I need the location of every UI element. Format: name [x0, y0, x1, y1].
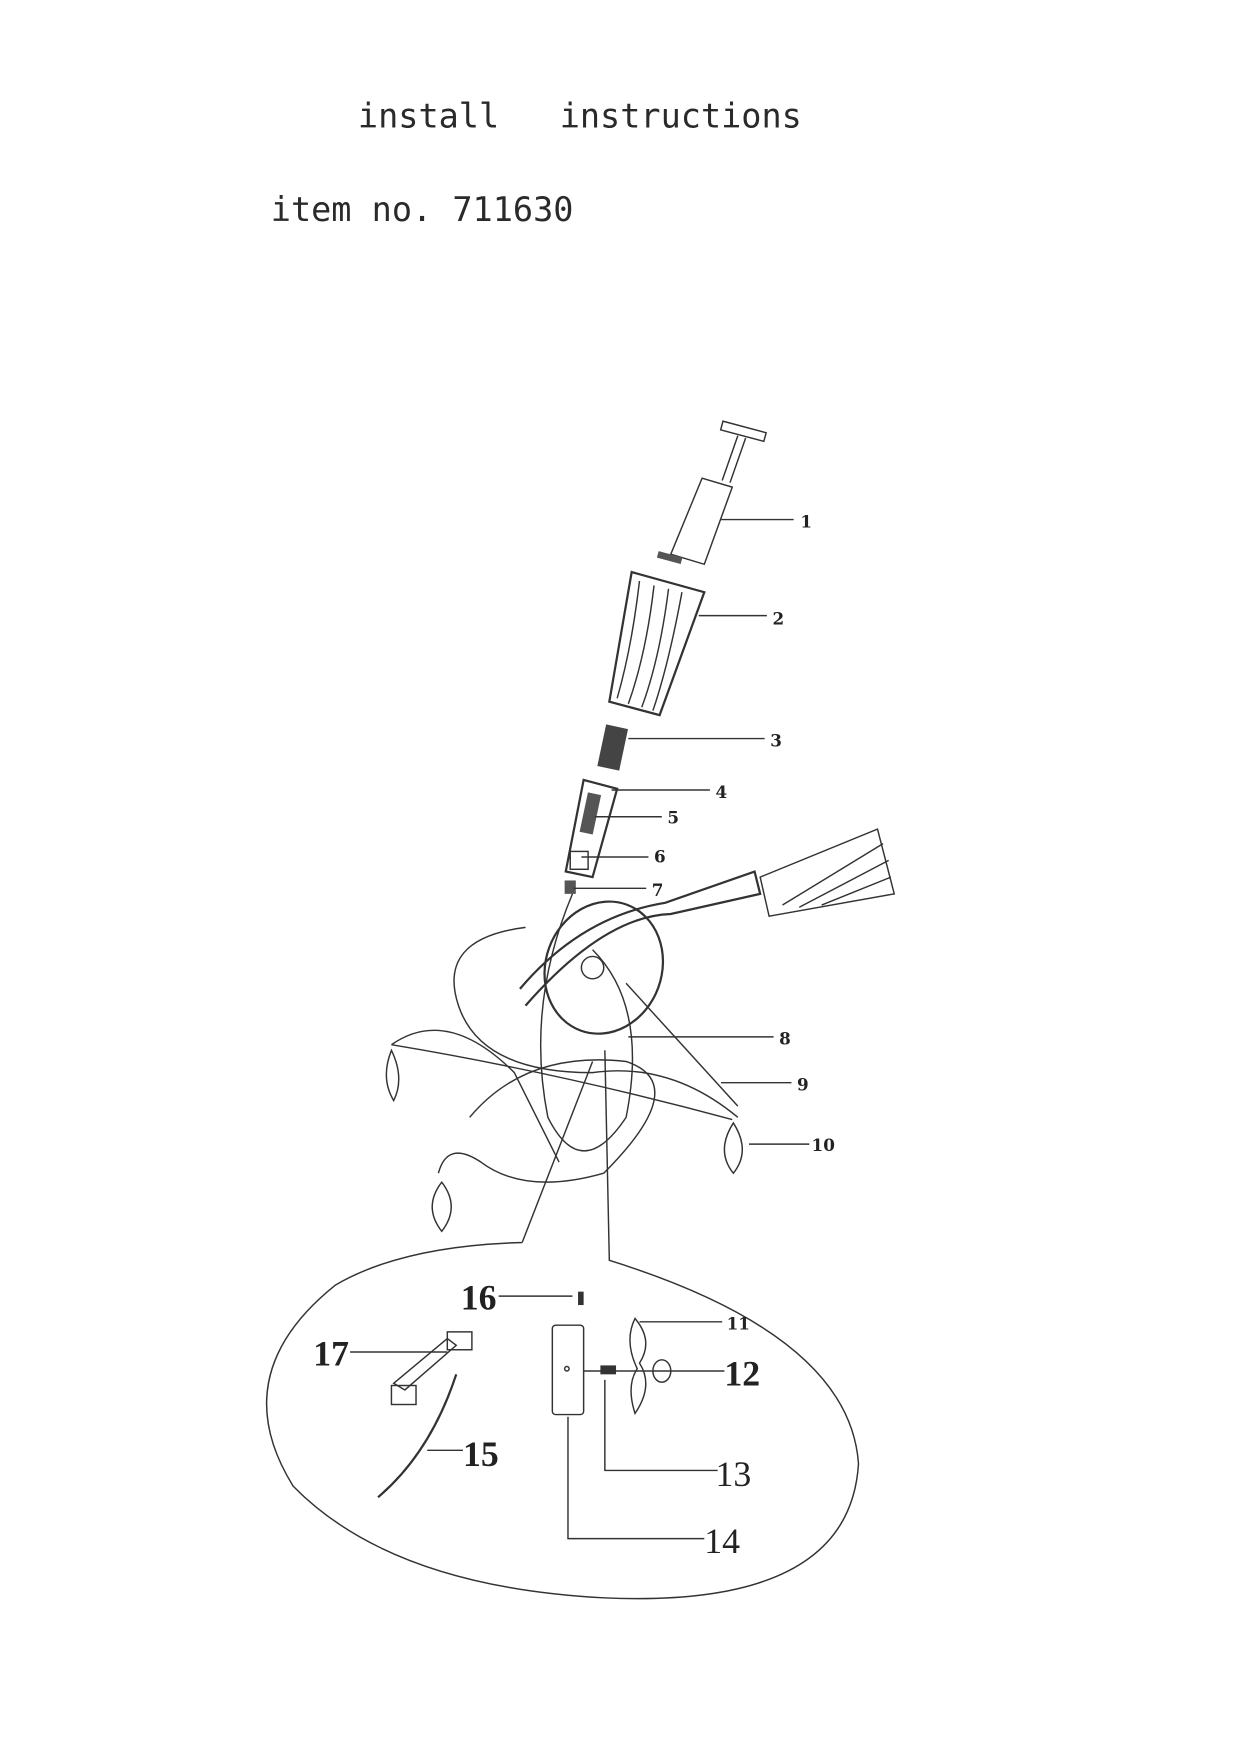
part-label-9: 9 — [797, 1075, 809, 1095]
wall-plate-part — [551, 1324, 585, 1416]
screw-part — [578, 1291, 584, 1306]
wall-bracket-part — [390, 1331, 473, 1406]
part-label-12: 12 — [724, 1354, 760, 1394]
part-label-1: 1 — [800, 511, 812, 531]
part-label-16: 16 — [461, 1278, 497, 1318]
ceiling-rod-part — [656, 420, 768, 566]
part-label-2: 2 — [772, 609, 784, 629]
part-label-5: 5 — [667, 807, 679, 827]
part-label-13: 13 — [715, 1454, 751, 1494]
part-label-3: 3 — [770, 730, 782, 750]
document-title: install instructions — [358, 96, 802, 135]
part-label-4: 4 — [715, 782, 727, 802]
chandelier-frame — [385, 828, 896, 1233]
detail-callout — [265, 1050, 860, 1600]
part-label-10: 10 — [812, 1135, 835, 1155]
leader-lines — [350, 518, 810, 1540]
wire-part — [377, 1373, 458, 1499]
socket-part — [564, 778, 619, 894]
part-label-6: 6 — [654, 847, 666, 867]
connector-part — [600, 1365, 617, 1375]
part-label-7: 7 — [652, 880, 664, 900]
item-number: item no. 711630 — [271, 190, 574, 229]
part-label-11: 11 — [727, 1314, 750, 1334]
socket-holder-part — [597, 724, 629, 771]
upper-shade-part — [608, 570, 706, 717]
part-label-15: 15 — [463, 1434, 499, 1474]
part-label-8: 8 — [779, 1029, 791, 1049]
part-label-17: 17 — [313, 1333, 349, 1373]
crystal-part — [629, 1317, 647, 1416]
part-label-14: 14 — [704, 1521, 740, 1561]
